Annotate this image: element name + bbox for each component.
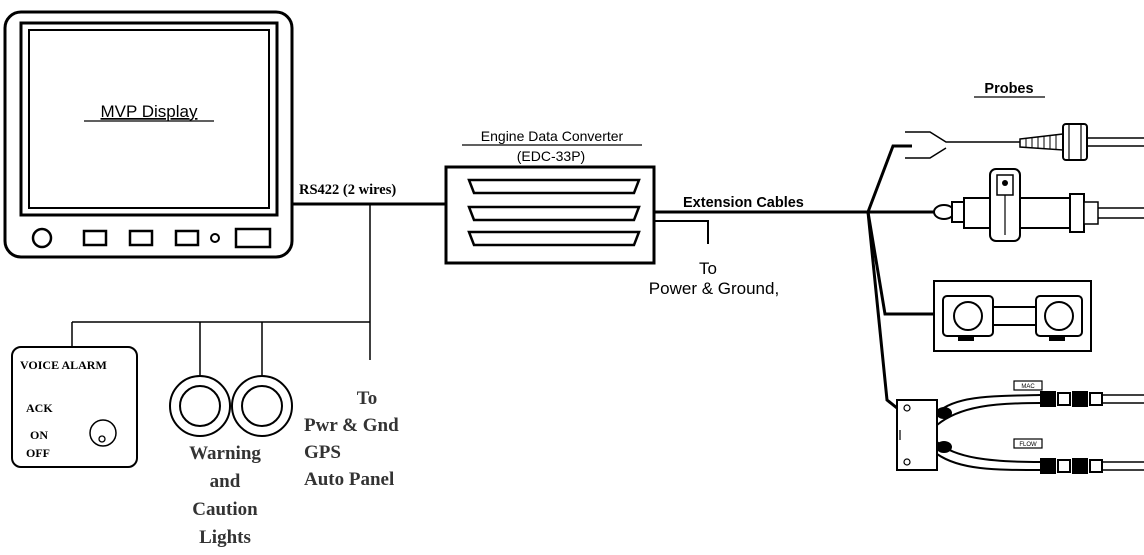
voice-alarm-ack: ACK [26,401,53,415]
flow-fitting-lower-1 [1040,458,1056,474]
alarm-switch-center-icon [98,435,106,443]
voice-alarm-box: VOICE ALARM ACK ON OFF [11,346,138,468]
fanout-branch-3 [866,211,934,316]
flow-fitting-lower-3 [1072,458,1088,474]
probe2-bracket-screw [1002,180,1008,186]
converter-slot-3 [467,230,641,247]
outputs-line-4: Auto Panel [304,469,394,490]
mvp-display-unit: MVP Display [3,10,294,259]
flow-tag-upper-text: MAC [1021,384,1035,390]
alarm-switch-icon [89,419,117,447]
power-lead [654,220,709,244]
display-button-3 [174,229,200,247]
power-note-line-2: Power & Ground, [649,279,779,298]
pressure-sender-probe [933,168,1144,242]
probe2-fitting [1083,201,1099,225]
lights-label-3: Caution [192,499,258,520]
flow-tube-upper-end [936,407,952,419]
extension-wiring: Extension Cables To Power & Ground, [649,195,868,298]
power-note-line-1: To [699,259,717,278]
flow-mount-hole [903,458,911,466]
probe-fanout [866,144,936,410]
flow-fitting-upper-4 [1089,392,1103,406]
display-screen [28,29,270,209]
warning-caution-lights: Warning and Caution Lights [169,375,293,548]
flow-fitting-upper-3 [1072,391,1088,407]
shunt-foot-left [958,336,974,341]
display-button-2 [128,229,154,247]
flow-mount-plate [896,399,938,471]
probe1-lead-upper [905,131,1020,143]
display-knob [31,227,53,249]
outputs-line-3: GPS [304,442,341,463]
probes-label: Probes [984,81,1033,97]
shunt-foot-right [1049,336,1065,341]
voice-alarm-on: ON [30,428,48,442]
converter-slot-1 [467,178,641,195]
rs422-label: RS422 (2 wires) [299,182,396,198]
fanout-branch-4 [866,211,898,410]
lights-label-2: and [210,471,241,492]
flow-mount-hole [903,404,911,412]
voice-alarm-off: OFF [26,446,50,460]
shunt-left-terminal [953,301,983,331]
shunt-bar [992,306,1037,326]
flow-tag-lower [1013,438,1043,449]
accessory-bus [71,321,370,378]
extension-label: Extension Cables [683,195,804,211]
warning-light-inner [179,385,221,427]
shunt-right-terminal [1044,301,1074,331]
engine-data-converter: Engine Data Converter (EDC-33P) [444,128,656,265]
display-label: MVP Display [101,102,198,121]
converter-model: (EDC-33P) [517,148,585,164]
fuel-flow-block: MAC FLOW [896,380,1144,474]
display-led [210,233,220,243]
flow-fitting-lower-2 [1057,459,1071,473]
caution-light-inner [241,385,283,427]
flow-fitting-lower-4 [1089,459,1103,473]
current-shunt-probe [933,280,1092,352]
lights-label-4: Lights [199,527,251,548]
display-button-1 [82,229,108,247]
probe1-lead-lower [905,147,947,159]
fanout-branch-1 [866,144,912,213]
flow-tag-lower-text: FLOW [1019,442,1037,448]
flow-tag-upper [1013,380,1043,391]
flow-tube-lower-end [936,441,952,453]
converter-slot-2 [467,205,641,222]
probe2-collar [951,201,965,223]
flow-fitting-upper-2 [1057,392,1071,406]
converter-title: Engine Data Converter [481,128,624,144]
outputs-line-2: Pwr & Gnd [304,415,399,436]
flow-tube-upper-inner [936,402,1041,426]
voice-alarm-title: VOICE ALARM [20,358,107,372]
lights-label-1: Warning [189,443,261,464]
outputs-line-1: To [357,388,377,409]
flow-fitting-upper-1 [1040,391,1056,407]
probe2-hex [1069,193,1085,233]
rs422-wiring: RS422 (2 wires) [292,182,446,360]
thermocouple-probe [905,123,1144,161]
outputs-note: To Pwr & Gnd GPS Auto Panel [304,388,399,490]
flow-tube-lower-inner [936,453,1041,471]
probe1-nut [1062,123,1088,161]
display-button-large [234,227,272,249]
